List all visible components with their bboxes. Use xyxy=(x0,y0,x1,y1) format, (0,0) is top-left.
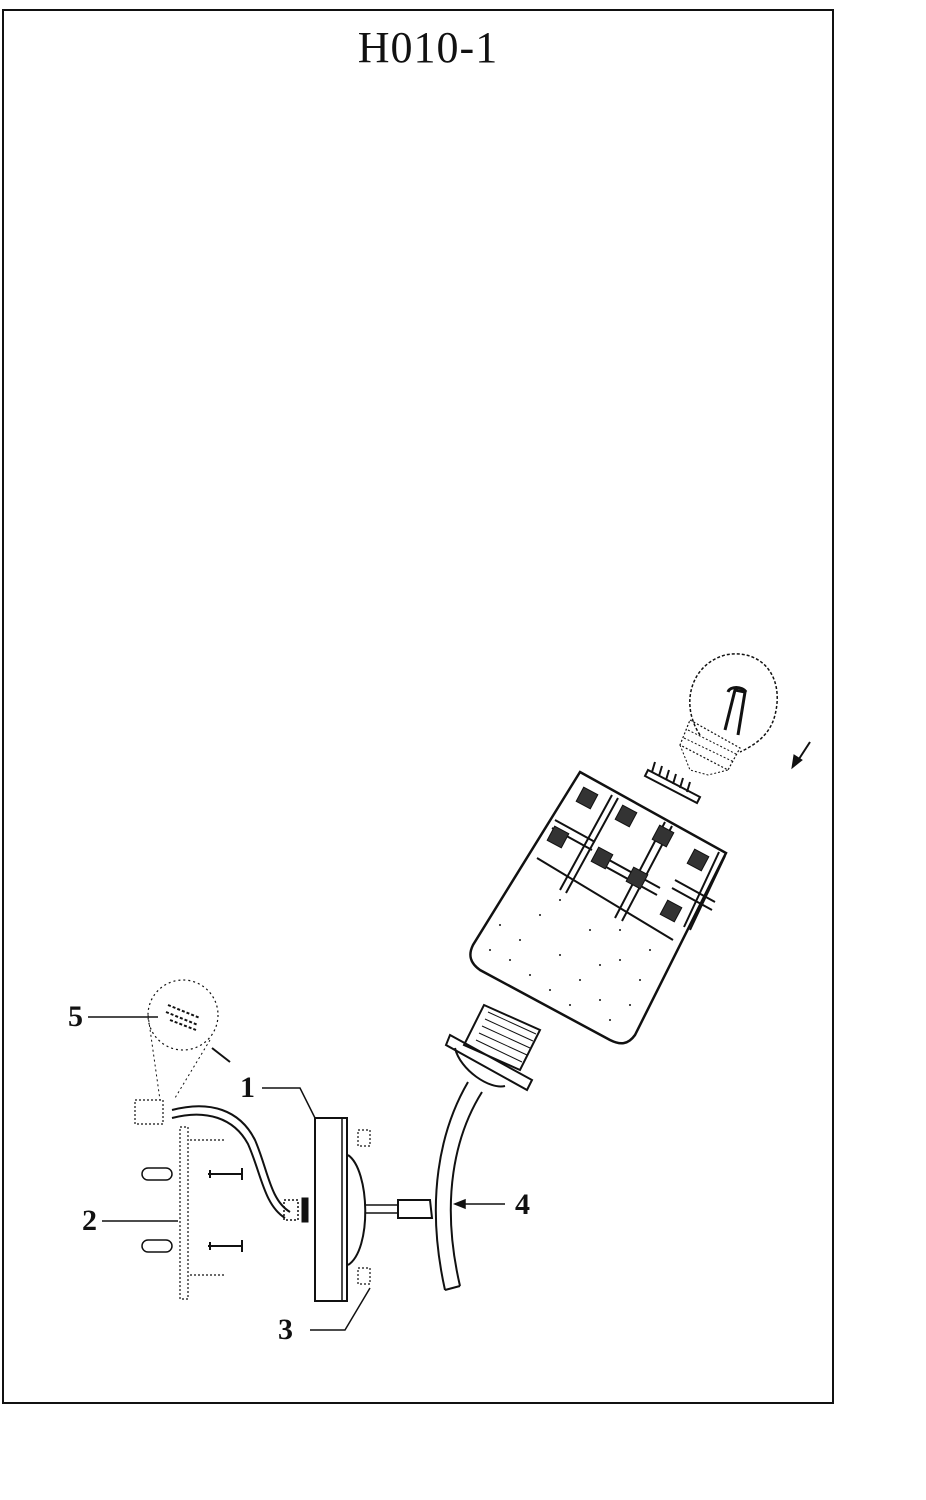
drawing-frame xyxy=(2,9,834,1404)
callout-4: 4 xyxy=(515,1188,530,1221)
leader-lines xyxy=(88,1016,505,1331)
mounting-bracket xyxy=(141,1126,243,1300)
insert-arrow-icon xyxy=(791,741,811,770)
callout-1: 1 xyxy=(240,1071,255,1104)
curved-arm xyxy=(397,1081,483,1291)
wall-canopy xyxy=(283,1117,398,1302)
callout-5: 5 xyxy=(68,1000,83,1033)
connector-detail xyxy=(147,979,231,1101)
model-title: H010-1 xyxy=(357,23,499,72)
callout-3: 3 xyxy=(278,1313,293,1346)
light-bulb xyxy=(679,653,778,776)
callout-2: 2 xyxy=(82,1204,97,1237)
glass-shade xyxy=(469,770,728,1045)
lamp-socket xyxy=(444,1003,542,1092)
shade-ring xyxy=(643,761,702,805)
power-wire xyxy=(134,1099,291,1219)
